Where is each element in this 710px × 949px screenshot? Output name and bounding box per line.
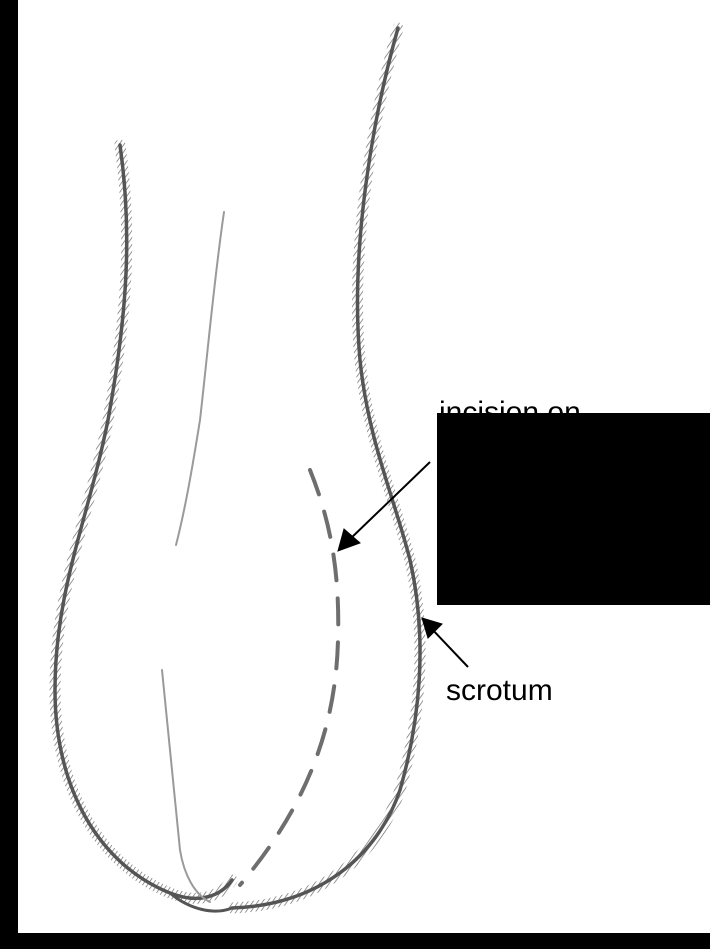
scrotum-arrow	[430, 627, 468, 667]
redaction-box	[437, 413, 710, 605]
right-outline	[232, 28, 420, 908]
incision-line	[240, 470, 338, 885]
scrotum-label: scrotum	[446, 676, 553, 706]
shading-hatching	[55, 28, 420, 908]
median-raphe	[162, 212, 224, 902]
left-outline	[55, 145, 232, 898]
